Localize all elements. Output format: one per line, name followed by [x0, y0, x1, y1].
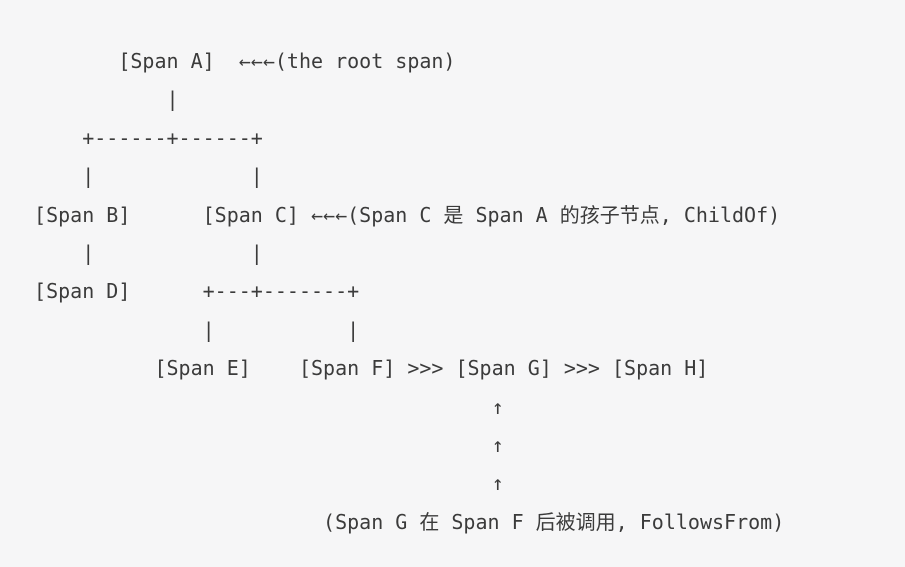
ascii-line-span-d-branch: [Span D] +---+-------+: [22, 279, 360, 304]
span-tree-ascii-diagram: [Span A] ←←←(the root span) | +------+--…: [22, 49, 785, 534]
ascii-line-connector: |: [22, 87, 179, 112]
ascii-line-span-b-c: [Span B] [Span C] ←←←(Span C 是 Span A 的孩…: [22, 202, 781, 227]
ascii-line-span-a: [Span A] ←←←(the root span): [22, 49, 456, 73]
ascii-line-branch-pipes: | |: [22, 164, 263, 189]
ascii-line-branch-top: +------+------+: [22, 125, 263, 150]
ascii-line-branch-pipes-2: | |: [22, 317, 360, 342]
ascii-line-up-arrow-3: ↑: [22, 471, 504, 496]
ascii-line-follows-from: (Span G 在 Span F 后被调用, FollowsFrom): [22, 509, 785, 534]
ascii-line-up-arrow-1: ↑: [22, 394, 504, 419]
ascii-line-pipes: | |: [22, 240, 263, 265]
ascii-line-up-arrow-2: ↑: [22, 432, 504, 457]
ascii-line-span-e-f-g-h: [Span E] [Span F] >>> [Span G] >>> [Span…: [22, 356, 709, 381]
